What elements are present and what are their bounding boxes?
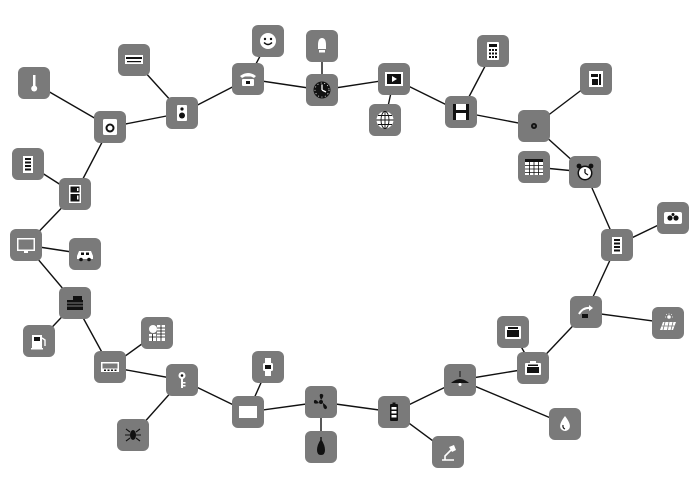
tv-screen-icon <box>239 406 257 418</box>
building-chart-icon[interactable] <box>141 317 173 349</box>
battery-icon <box>390 402 398 421</box>
fridge-icon[interactable] <box>59 178 91 210</box>
air-conditioner-icon[interactable] <box>118 44 150 76</box>
target-dot-icon <box>531 123 537 129</box>
smiley-face-icon <box>260 33 276 49</box>
battery-icon[interactable] <box>378 396 410 428</box>
water-drop-icon[interactable] <box>549 408 581 440</box>
desk-lamp-icon <box>442 445 456 461</box>
smartwatch-icon <box>263 358 273 376</box>
faucet-icon <box>505 326 521 339</box>
telephone-icon[interactable] <box>232 63 264 95</box>
target-dot-icon[interactable] <box>518 110 550 142</box>
alarm-clock-icon[interactable] <box>569 156 601 188</box>
globe-icon <box>376 111 394 129</box>
spider-bug-icon[interactable] <box>117 419 149 451</box>
game-controller-icon <box>664 212 682 224</box>
key-icon <box>178 372 186 388</box>
floppy-disk-icon <box>453 104 469 120</box>
fridge-icon <box>69 185 81 203</box>
battery-level-icon[interactable] <box>601 229 633 261</box>
water-drop-icon <box>560 416 570 431</box>
pear-bulb-icon[interactable] <box>305 431 337 463</box>
oven-icon[interactable] <box>517 352 549 384</box>
media-player-icon <box>385 72 403 86</box>
washing-machine-icon <box>103 119 117 135</box>
smiley-face-icon[interactable] <box>252 25 284 57</box>
router-icon <box>101 362 119 372</box>
oven-icon <box>525 361 541 375</box>
fuel-pump-icon[interactable] <box>23 325 55 357</box>
stack-box-icon[interactable] <box>570 296 602 328</box>
fuel-pump-icon <box>31 335 46 350</box>
wall-clock-icon[interactable] <box>306 74 338 106</box>
coffee-machine-icon[interactable] <box>580 63 612 95</box>
thermometer-icon <box>31 75 38 92</box>
key-icon[interactable] <box>166 364 198 396</box>
light-bulb-icon[interactable] <box>306 30 338 62</box>
ceiling-lamp-icon <box>451 371 469 386</box>
battery-level-icon <box>612 237 622 254</box>
building-chart-icon <box>149 325 165 341</box>
desk-lamp-icon[interactable] <box>432 436 464 468</box>
globe-icon[interactable] <box>369 104 401 136</box>
calculator-icon[interactable] <box>477 35 509 67</box>
alarm-clock-icon <box>576 163 594 181</box>
speaker-icon <box>177 105 187 121</box>
car-icon <box>77 251 93 262</box>
calendar-grid-icon <box>525 159 543 175</box>
spider-bug-icon <box>125 428 141 442</box>
robot-remote-icon[interactable] <box>59 287 91 319</box>
stack-box-icon <box>578 305 593 318</box>
solar-panel-icon <box>660 313 676 331</box>
fan-icon[interactable] <box>305 386 337 418</box>
solar-panel-icon[interactable] <box>652 307 684 339</box>
battery-level-icon[interactable] <box>12 148 44 180</box>
floppy-disk-icon[interactable] <box>445 96 477 128</box>
media-player-icon[interactable] <box>378 63 410 95</box>
light-bulb-icon <box>318 38 326 53</box>
smartwatch-icon[interactable] <box>252 351 284 383</box>
calculator-icon <box>487 42 499 60</box>
telephone-icon <box>240 73 256 86</box>
fan-icon <box>313 393 327 410</box>
monitor-icon <box>17 238 35 253</box>
washing-machine-icon[interactable] <box>94 111 126 143</box>
car-icon[interactable] <box>69 238 101 270</box>
calendar-grid-icon[interactable] <box>518 151 550 183</box>
battery-level-icon <box>23 156 33 173</box>
pear-bulb-icon <box>317 437 325 455</box>
faucet-icon[interactable] <box>497 316 529 348</box>
wall-clock-icon <box>313 81 331 99</box>
robot-remote-icon <box>67 296 83 310</box>
ceiling-lamp-icon[interactable] <box>444 364 476 396</box>
tv-screen-icon[interactable] <box>232 396 264 428</box>
air-conditioner-icon <box>125 55 143 64</box>
edge-n33-n38 <box>459 379 566 425</box>
thermometer-icon[interactable] <box>18 67 50 99</box>
speaker-icon[interactable] <box>166 97 198 129</box>
coffee-machine-icon <box>589 71 603 87</box>
router-icon[interactable] <box>94 351 126 383</box>
game-controller-icon[interactable] <box>657 202 689 234</box>
monitor-icon[interactable] <box>10 229 42 261</box>
